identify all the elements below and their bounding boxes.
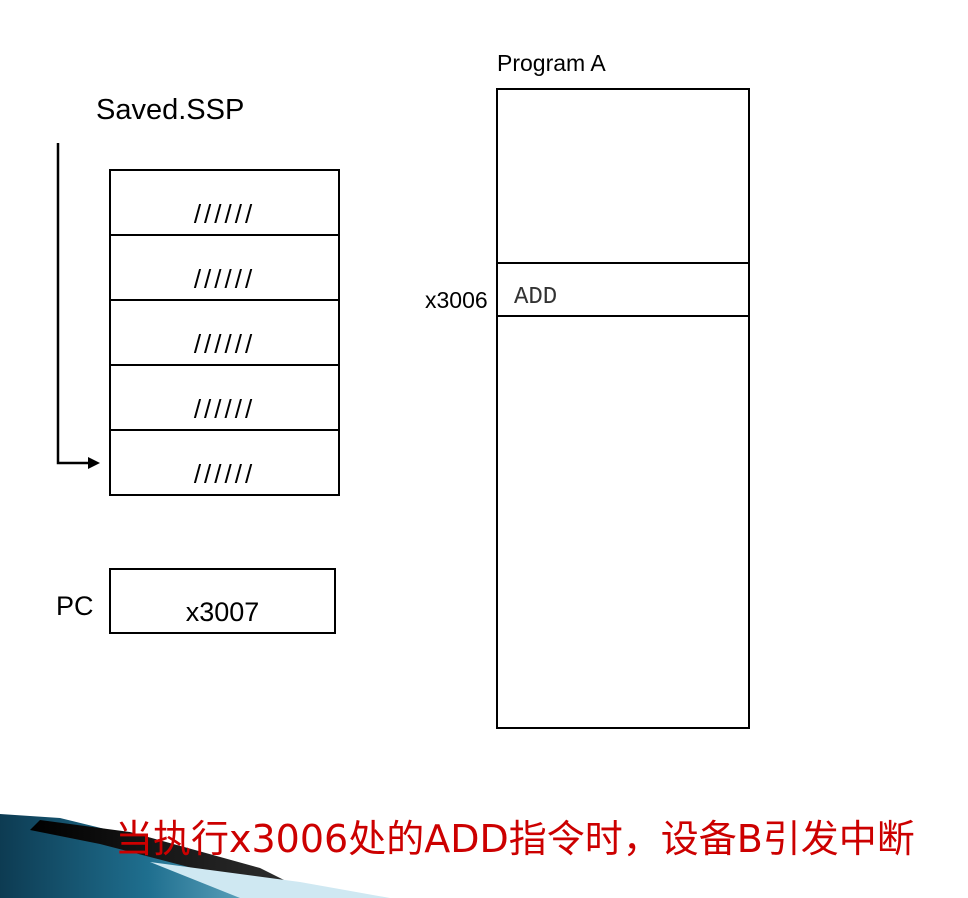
pc-value: x3007: [185, 597, 260, 627]
pc-register: x3007: [109, 568, 336, 634]
stack-cell: //////: [111, 171, 338, 236]
program-title: Program A: [497, 50, 606, 76]
saved-ssp-label: Saved.SSP: [96, 94, 245, 126]
stack-cell: //////: [111, 431, 338, 496]
instruction-text: ADD: [514, 284, 558, 311]
instruction-address: x3006: [425, 287, 488, 313]
supervisor-stack: ////// ////// ////// ////// //////: [109, 169, 340, 496]
pc-label: PC: [56, 591, 94, 621]
program-memory: [496, 88, 750, 729]
decorative-swoosh: [0, 814, 390, 898]
stack-cell: //////: [111, 366, 338, 431]
caption: 当执行x3006处的ADD指令时，设备B引发中断: [115, 817, 915, 861]
ssp-arrow: [56, 143, 100, 469]
instruction-row: [496, 262, 750, 317]
stack-cell: //////: [111, 301, 338, 366]
stack-cell: //////: [111, 236, 338, 301]
